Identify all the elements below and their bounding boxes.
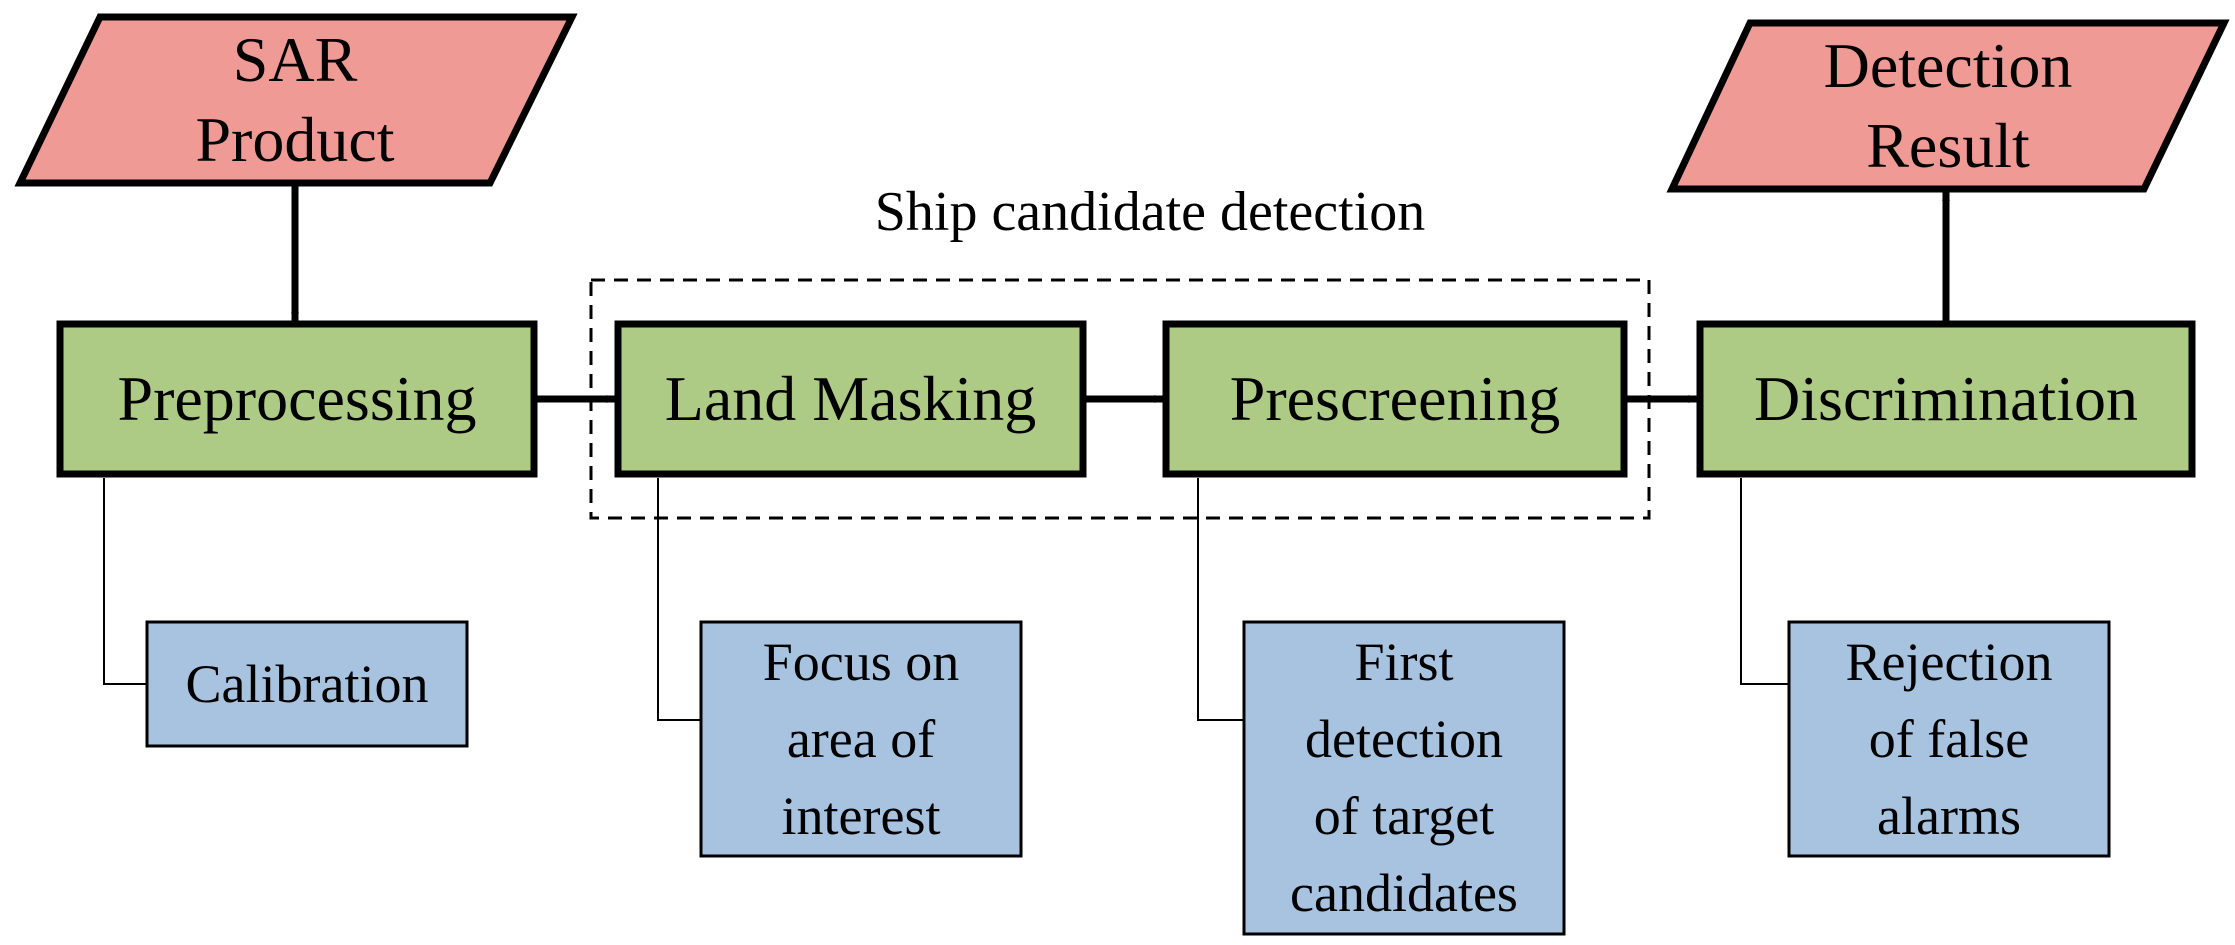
discrimination-text: Discrimination [1754,363,2138,434]
group-title-text: Ship candidate detection [874,181,1426,243]
land-masking-label: Land Masking [622,328,1079,470]
land-masking-box [614,320,1087,478]
rejection-note-label: Rejection of false alarms [1791,624,2107,854]
sar-product-line: Product [195,104,395,175]
prescreening-text: Prescreening [1229,363,1561,434]
first-detection-note-line: detection [1305,709,1503,769]
discrimination-note-connector [1740,478,1789,685]
preprocessing-note-connector [103,478,147,685]
first-detection-note-line: of target [1313,786,1495,846]
first-detection-note-box [1242,620,1566,936]
focus-note-line: Focus on [762,631,960,692]
discrimination-label: Discrimination [1704,328,2188,470]
detection-result-parallelogram [1666,19,2230,193]
sar-product-line: SAR [232,24,358,95]
group-title: Ship candidate detection [770,170,1530,254]
land-masking-text: Land Masking [664,363,1037,434]
detection-result-line: Detection [1823,30,2073,101]
sar-product-parallelogram [14,13,578,187]
calibration-note-line: Calibration [185,653,429,714]
prescreening-box [1162,320,1628,478]
preprocessing-text: Preprocessing [117,363,477,434]
calibration-note-label: Calibration [149,624,465,744]
rejection-note-box [1787,620,2111,858]
prescreening-note-connector [1197,478,1244,721]
detection-result-line: Result [1866,110,2030,181]
detection-result-label: Detection Result [1692,26,2204,186]
first-detection-note-line: First [1354,632,1454,692]
rejection-note-line: of false [1868,708,2030,769]
preprocessing-box [56,320,538,478]
rejection-note-line: Rejection [1845,631,2053,692]
prescreening-label: Prescreening [1170,328,1620,470]
focus-note-label: Focus on area of interest [703,624,1019,854]
first-detection-note-line: candidates [1290,863,1518,923]
preprocessing-label: Preprocessing [64,328,530,470]
first-detection-note-label: First detection of target candidates [1246,624,1562,932]
focus-note-box [699,620,1023,858]
land-masking-note-connector [657,478,701,721]
focus-note-line: interest [781,785,941,846]
focus-note-line: area of [786,708,936,769]
calibration-note-box [145,620,469,748]
sar-product-label: SAR Product [40,20,550,180]
discrimination-box [1696,320,2196,478]
rejection-note-line: alarms [1877,785,2021,846]
